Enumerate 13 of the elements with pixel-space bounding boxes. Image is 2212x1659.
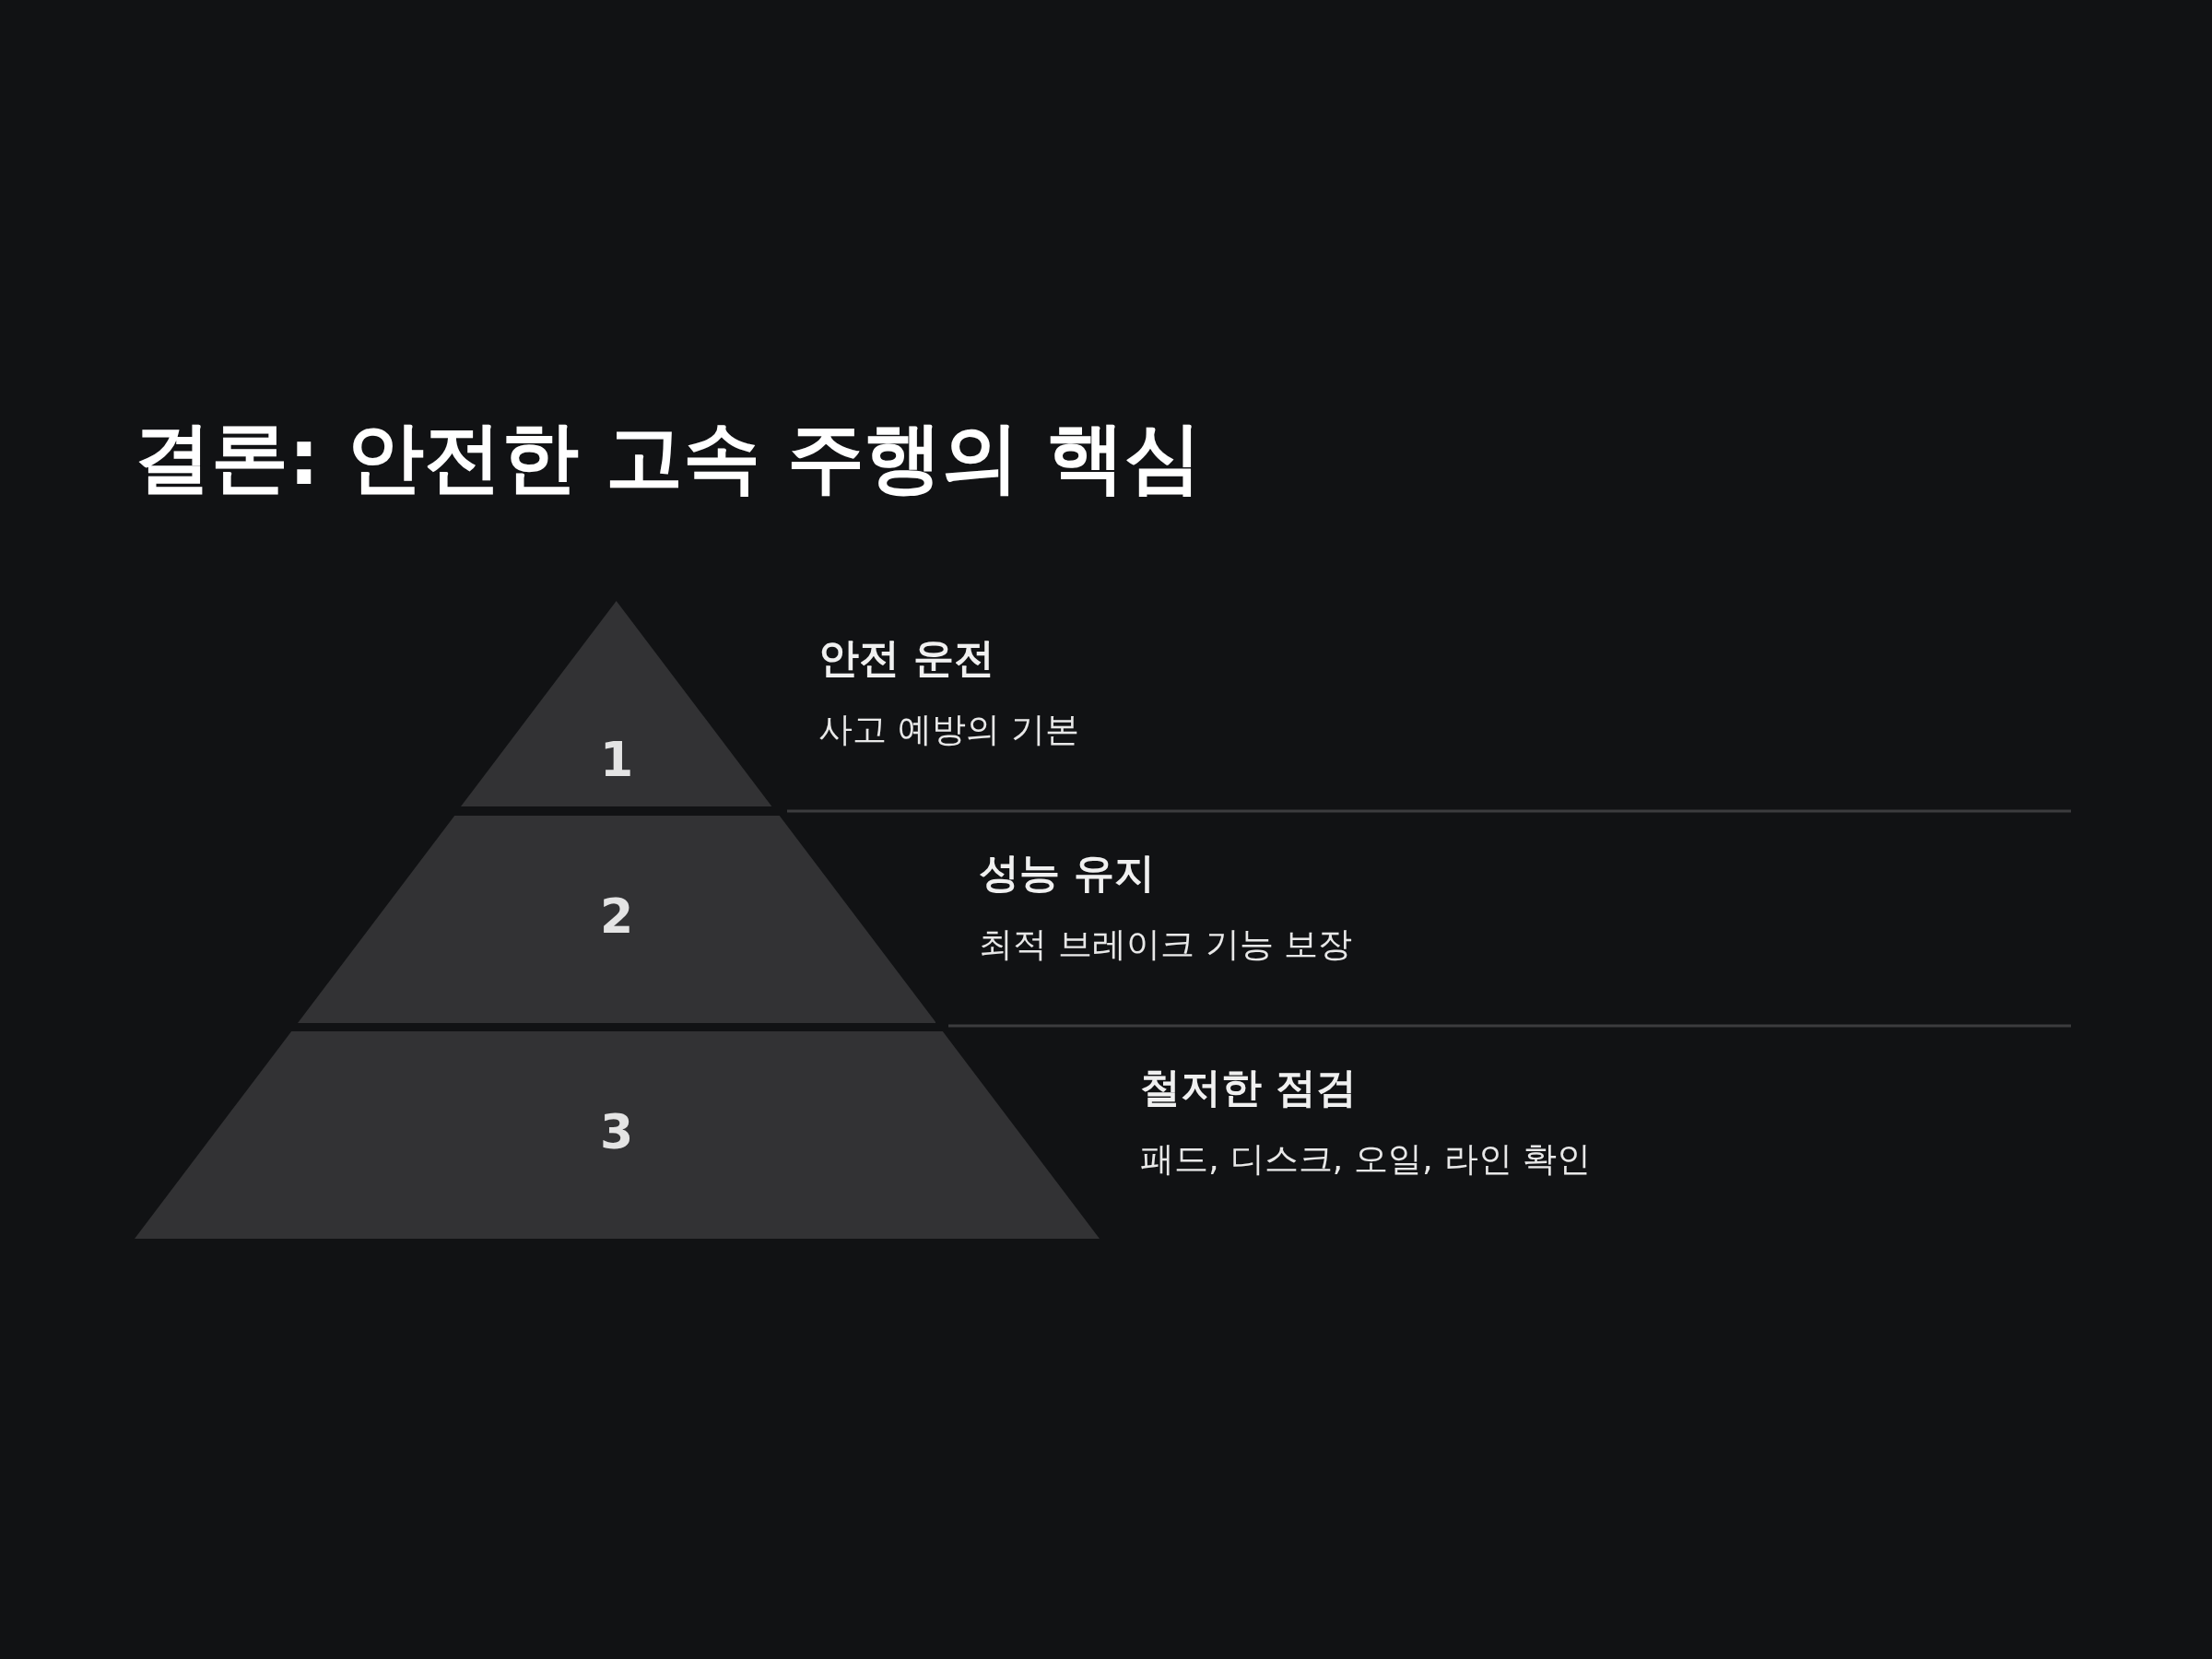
pyramid-tier (461, 601, 772, 806)
tier-heading: 성능 유지 (979, 848, 1156, 898)
tier-description: 패드, 디스크, 오일, 라인 확인 (1140, 1138, 1592, 1181)
pyramid-tier (134, 1031, 1100, 1239)
tier-number: 3 (598, 1103, 635, 1159)
tier-heading: 안전 운전 (818, 633, 995, 683)
pyramid-tier (297, 816, 936, 1023)
tier-description: 사고 예방의 기본 (818, 709, 1079, 751)
title: 결론: 안전한 고속 주행의 핵심 (134, 411, 1202, 504)
tier-heading: 철저한 점검 (1140, 1063, 1358, 1112)
tier-number: 1 (598, 731, 635, 787)
tier-number: 2 (598, 888, 635, 944)
tier-description: 최적 브레이크 기능 보장 (979, 924, 1353, 966)
